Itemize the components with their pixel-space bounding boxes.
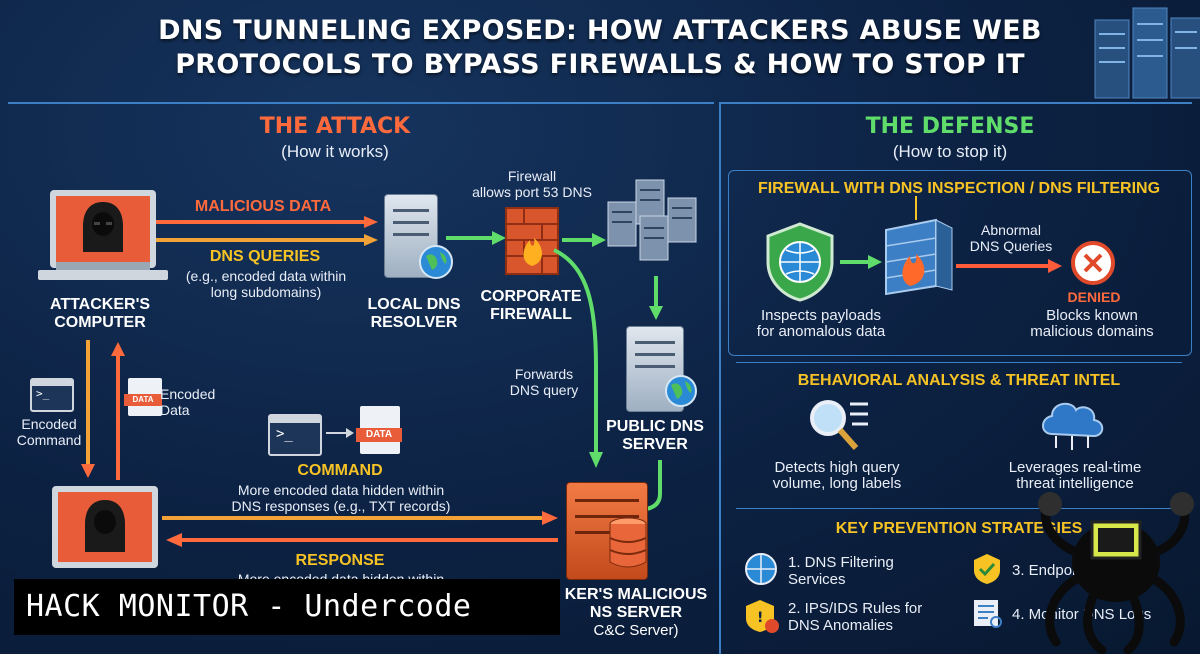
firewall-note: Firewall allows port 53 DNS: [472, 168, 592, 200]
outbound-arrows: [156, 216, 378, 246]
attacker-label: ATTACKER'S COMPUTER: [49, 296, 151, 331]
strategy-item-1: 1. DNS Filtering Services: [788, 554, 894, 588]
defense-separator-2: [736, 508, 1182, 509]
server-cluster-icon: [607, 179, 697, 261]
svg-text:!: !: [757, 610, 763, 626]
endpoint-shield-icon: [974, 554, 1000, 584]
denied-label: DENIED: [1067, 289, 1121, 305]
blocks-label: Blocks known malicious domains: [1030, 307, 1154, 340]
defense-divider: [720, 102, 1192, 104]
ips-shield-icon: !: [746, 600, 779, 633]
attack-subheading: (How it works): [281, 142, 389, 161]
page-title: DNS TUNNELING EXPOSED: HOW ATTACKERS ABU…: [158, 15, 1042, 80]
datacenter-icon: [1094, 7, 1200, 99]
malicious-data-label: MALICIOUS DATA: [194, 198, 332, 215]
defense-subheading: (How to stop it): [892, 142, 1008, 161]
cc-server-label: KER'S MALICIOUS NS SERVER C&C Server): [564, 586, 708, 639]
defense-heading: THE DEFENSE: [865, 114, 1035, 139]
firewall-icon: [505, 207, 559, 275]
command-terminal-icon: >_: [268, 414, 322, 456]
arrow-to-firewall: [446, 231, 506, 245]
command-label: COMMAND: [297, 462, 383, 479]
command-data-file-icon: DATA: [356, 406, 402, 454]
abnormal-queries-label: Abnormal DNS Queries: [969, 222, 1053, 254]
database-icon: [609, 517, 647, 568]
command-note: More encoded data hidden within DNS resp…: [231, 482, 451, 514]
small-arrow-icon: [326, 428, 354, 438]
callout-line-1: [915, 196, 917, 220]
arrow-to-public-dns: [649, 276, 663, 320]
watermark-banner: HACK MONITOR - Undercode: [14, 579, 560, 635]
attack-heading: THE ATTACK: [259, 114, 411, 139]
local-dns-label: LOCAL DNS RESOLVER: [367, 296, 461, 331]
arrow-to-denied: [956, 259, 1062, 273]
victim-laptop-icon: [40, 486, 170, 578]
corporate-firewall-label: CORPORATE FIREWALL: [480, 288, 582, 323]
firewall-inspection-heading: FIREWALL WITH DNS INSPECTION / DNS FILTE…: [757, 180, 1161, 197]
firewall-inspection-panel: [728, 170, 1192, 356]
log-monitor-icon: [974, 600, 1002, 628]
key-prevention-heading: KEY PREVENTION STRATEGIES: [835, 520, 1083, 537]
defense-firewall-icon: [885, 218, 953, 296]
denied-icon: [1071, 241, 1115, 285]
encoded-command-label: Encoded Command: [16, 416, 82, 448]
data-file-icon: DATA: [124, 378, 162, 416]
behavioral-heading: BEHAVIORAL ANALYSIS & THREAT INTEL: [797, 372, 1121, 389]
inspects-label: Inspects payloads for anomalous data: [756, 307, 886, 340]
terminal-icon: >_: [30, 378, 74, 412]
forwards-note: Forwards DNS query: [509, 366, 579, 398]
response-label: RESPONSE: [295, 552, 385, 569]
defense-separator-1: [736, 362, 1182, 363]
arrow-forward-down: [553, 248, 603, 468]
arrow-to-wall: [840, 255, 882, 269]
command-response-arrows: [162, 511, 558, 547]
shield-globe-icon: [766, 222, 834, 302]
encoded-data-label: Encoded Data: [160, 386, 216, 418]
cloud-intel-icon: [1042, 402, 1104, 450]
detects-label: Detects high query volume, long labels: [772, 459, 902, 492]
arrow-to-internet: [562, 233, 606, 247]
globe-filter-icon: [745, 553, 777, 585]
globe-icon: [419, 245, 453, 279]
dns-queries-note: (e.g., encoded data within long subdomai…: [185, 268, 347, 300]
dns-queries-label: DNS QUERIES: [209, 248, 321, 265]
vertical-arrows: [81, 340, 125, 480]
globe-icon-2: [665, 375, 697, 407]
octopus-mascot-icon: [1038, 492, 1194, 654]
leverages-label: Leverages real-time threat intelligence: [1008, 459, 1142, 492]
attack-divider: [8, 102, 714, 104]
public-dns-label: PUBLIC DNS SERVER: [606, 418, 704, 453]
center-divider: [719, 102, 721, 654]
strategy-item-2: 2. IPS/IDS Rules for DNS Anomalies: [788, 600, 923, 634]
magnifier-icon: [810, 400, 868, 450]
attacker-laptop-icon: [38, 190, 168, 290]
